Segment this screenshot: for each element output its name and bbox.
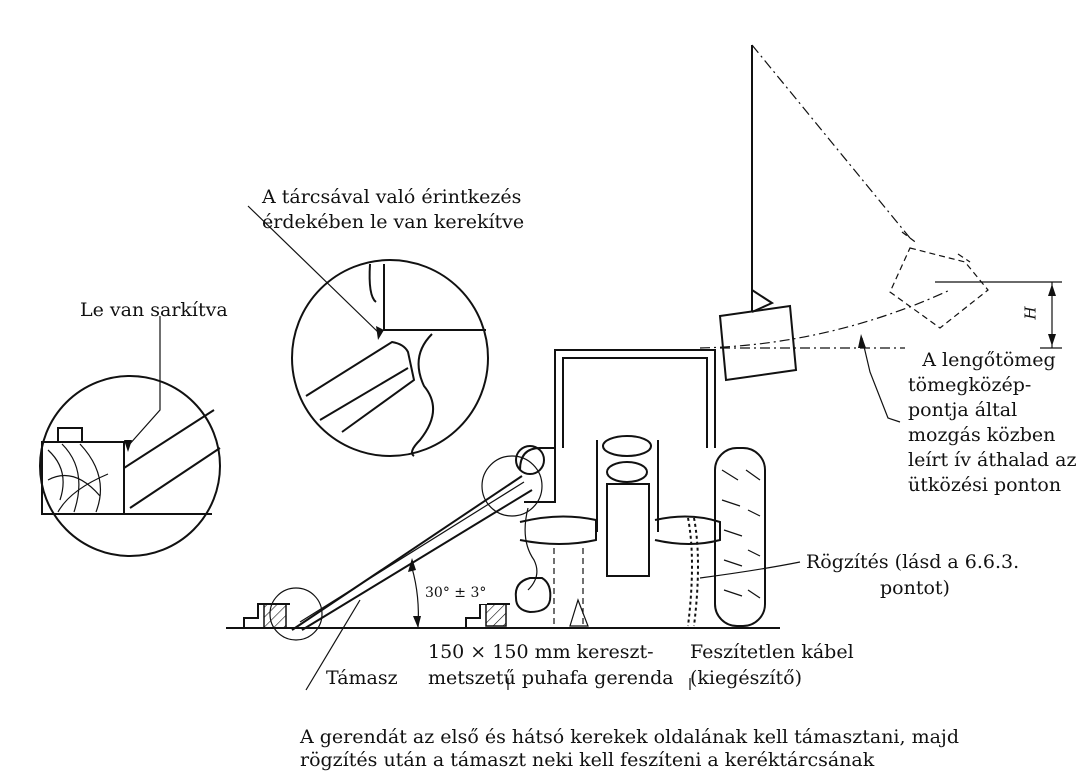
label-beam-line2: metszetű puhafa gerenda — [428, 667, 674, 689]
label-beam-line1: 150 × 150 mm kereszt- — [428, 641, 654, 663]
pendulum-mass — [718, 304, 798, 382]
label-cable-line1: Feszítetlen kábel — [690, 641, 854, 663]
pendulum — [699, 44, 1062, 423]
label-arc-line4: mozgás közben — [908, 424, 1056, 446]
label-chamfered: Le van sarkítva — [80, 299, 228, 321]
tractor — [514, 349, 801, 627]
label-fixing-line1: Rögzítés (lásd a 6.6.3. — [806, 551, 1020, 573]
label-fixing-line2: pontot) — [880, 577, 950, 599]
label-arc-line1: A lengőtömeg — [922, 349, 1056, 371]
label-prop: Támasz — [326, 667, 398, 689]
caption-line2: rögzítés után a támaszt neki kell feszít… — [300, 749, 875, 771]
label-arc-line3: pontja által — [908, 399, 1018, 421]
label-arc-line6: ütközési ponton — [908, 474, 1062, 496]
caption-line1: A gerendát az első és hátsó kerekek olda… — [300, 726, 959, 748]
label-rounded-line1: A tárcsával való érintkezés — [262, 186, 522, 208]
prop-beam — [243, 455, 543, 691]
label-angle: 30° ± 3° — [424, 582, 488, 604]
rear-wheel — [714, 447, 766, 627]
pendulum-mass-displaced — [889, 247, 989, 329]
detail-chamfered-block — [39, 316, 221, 557]
label-height: H — [1021, 306, 1040, 320]
label-cable-line2: (kiegészítő) — [690, 667, 802, 689]
label-arc-line2: tömegközép- — [908, 374, 1032, 396]
front-wheel — [514, 577, 552, 614]
detail-rounded-edge — [247, 205, 489, 457]
label-arc-line5: leírt ív áthalad az — [908, 449, 1077, 471]
label-rounded-line2: érdekében le van kerekítve — [262, 211, 525, 233]
